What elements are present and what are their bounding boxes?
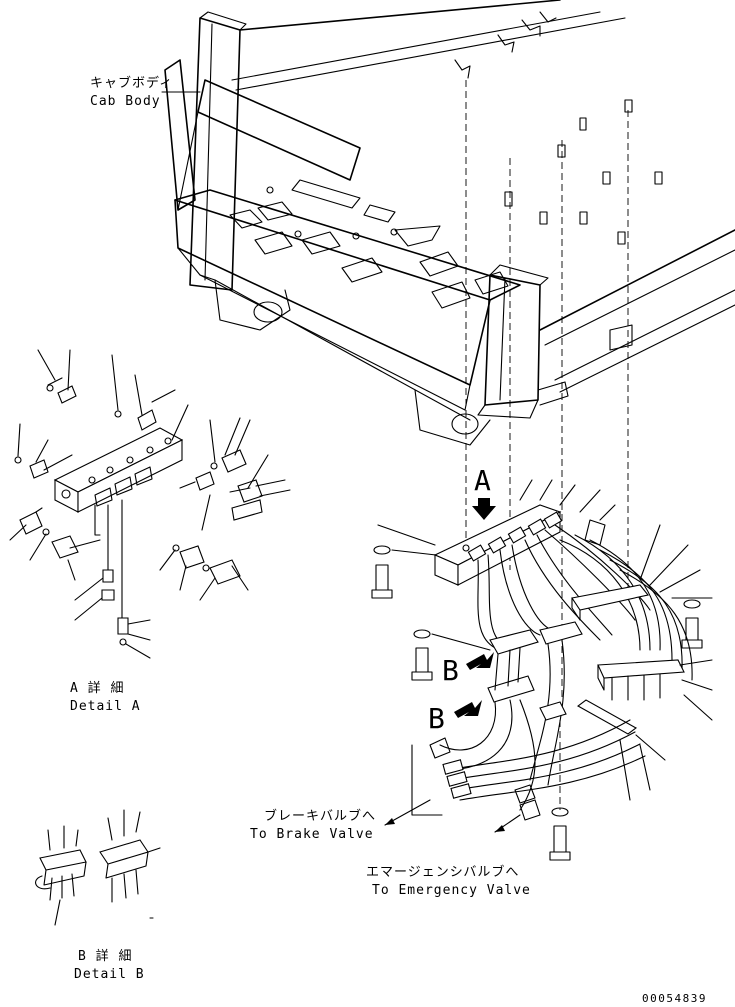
view-a-label: A <box>474 464 491 497</box>
brake-valve-label-en: To Brake Valve <box>250 827 374 842</box>
detail-b-clamps <box>35 809 161 926</box>
cab-body-frame <box>164 0 735 446</box>
main-manifold-assembly <box>371 504 693 681</box>
view-b-label-lower: B <box>428 702 445 735</box>
cab-body-label-jp: キャブボディ <box>90 75 173 91</box>
drawing-number: 00054839 <box>642 992 707 1005</box>
view-b-label-upper: B <box>442 654 459 687</box>
lower-hose-bundle <box>384 719 646 861</box>
text-labels: キャブボディ Cab Body A 詳 細 Detail A B 詳 細 Det… <box>70 75 707 1005</box>
detail-a-exploded <box>9 349 291 659</box>
cab-body-label-en: Cab Body <box>90 94 161 109</box>
hose-clamp-plates <box>571 584 703 735</box>
brake-valve-label-jp: ブレーキバルブへ <box>264 808 376 824</box>
emergency-valve-label-en: To Emergency Valve <box>372 883 531 898</box>
emergency-valve-label-jp: エマージェンシバルブへ <box>366 864 519 880</box>
detail-a-label-jp: A 詳 細 <box>70 680 124 696</box>
fastener-clips <box>504 99 663 245</box>
detail-b-label-en: Detail B <box>74 967 145 982</box>
callout-leaders-right <box>377 479 713 801</box>
alignment-lines <box>465 80 629 810</box>
detail-b-label-jp: B 詳 細 <box>78 948 132 964</box>
view-a-arrow: A <box>472 464 496 520</box>
detail-a-label-en: Detail A <box>70 699 141 714</box>
clamp-b-assembly: B B <box>411 621 583 811</box>
